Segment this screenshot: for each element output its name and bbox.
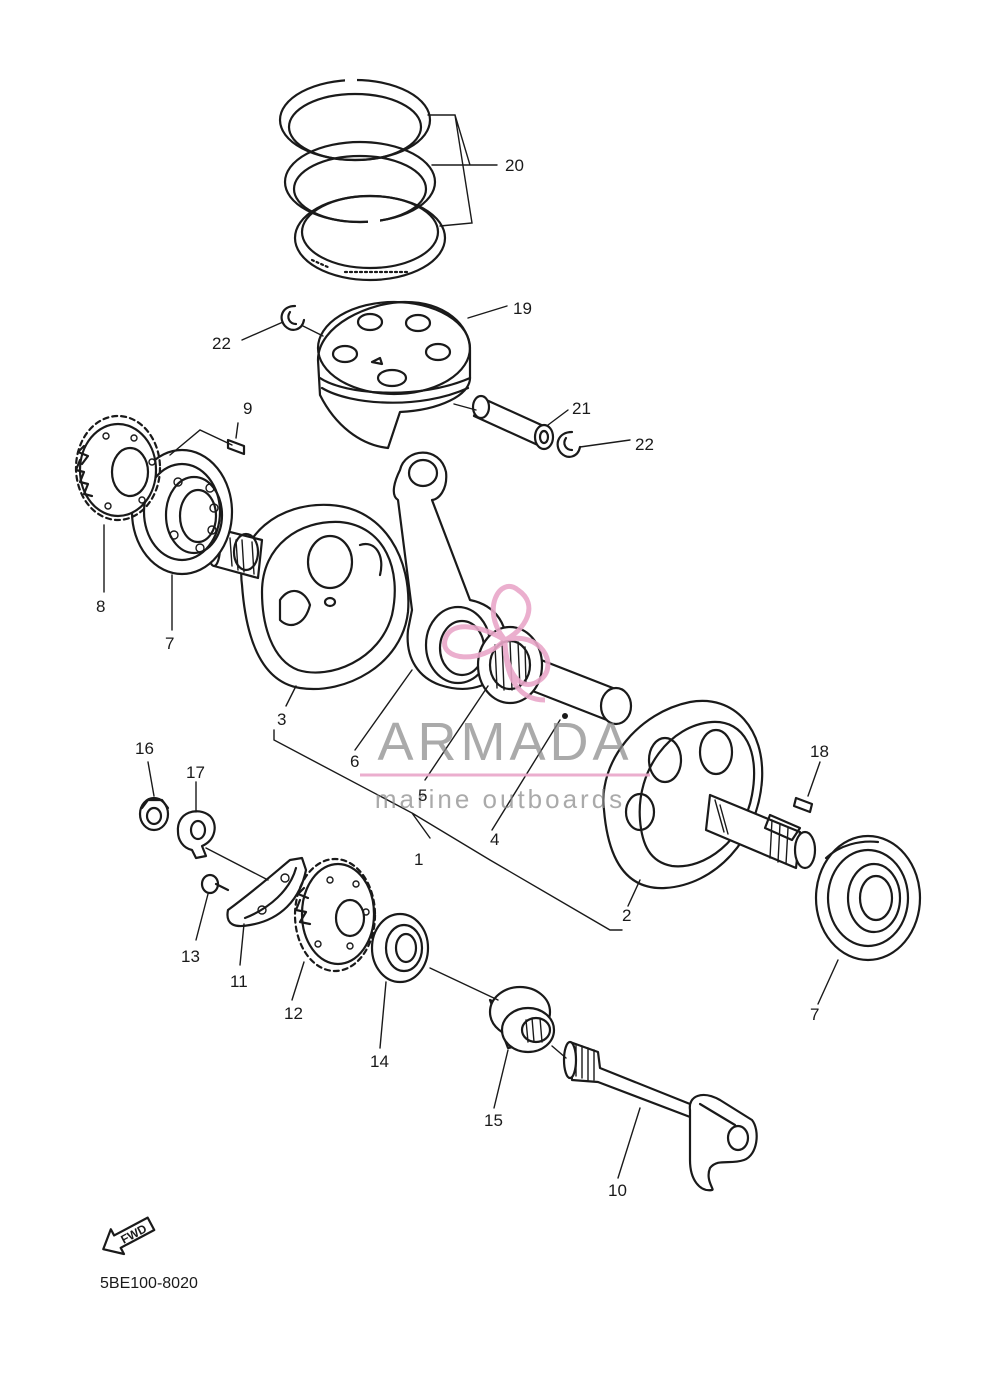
main-bearing-right	[814, 834, 922, 962]
bolt	[200, 873, 230, 895]
callout-labels: 20 19 22 21 22 9 8 7 3 6 5 4 1 2 18 7 16…	[96, 156, 829, 1200]
piston	[316, 300, 472, 450]
callout-20: 20	[505, 156, 524, 175]
callout-13: 13	[181, 947, 200, 966]
callout-9: 9	[243, 399, 252, 418]
piston-ring-set	[278, 72, 447, 282]
balancer-bearing	[370, 912, 430, 984]
callout-4: 4	[490, 830, 499, 849]
callout-2: 2	[622, 906, 631, 925]
balancer-shaft	[562, 1040, 758, 1192]
callout-7-left: 7	[165, 634, 174, 653]
crank-web-left	[240, 503, 410, 691]
woodruff-key-left	[169, 429, 246, 456]
callout-8: 8	[96, 597, 105, 616]
circlip-right	[556, 430, 582, 458]
balancer-drive-gear	[293, 857, 377, 973]
crankshaft-right-end	[704, 793, 817, 870]
callout-6: 6	[350, 752, 359, 771]
woodruff-key-right	[792, 796, 814, 814]
callout-1: 1	[414, 850, 423, 869]
callout-14: 14	[370, 1052, 389, 1071]
callout-5: 5	[418, 786, 427, 805]
leader-lines	[103, 114, 839, 1179]
diagram-code: 5BE100-8020	[100, 1275, 198, 1292]
piston-pin	[471, 394, 555, 451]
callout-11: 11	[230, 972, 248, 991]
forward-arrow: FWD	[102, 1216, 156, 1256]
callout-22-right: 22	[635, 435, 654, 454]
callout-19: 19	[513, 299, 532, 318]
watermark-brand: ARMADA	[377, 712, 632, 772]
watermark-tagline: marine outboards	[375, 784, 625, 814]
callout-21: 21	[572, 399, 591, 418]
needle-bearing	[488, 985, 556, 1054]
callout-18: 18	[810, 742, 829, 761]
circlip-left	[280, 304, 306, 331]
callout-12: 12	[284, 1004, 303, 1023]
callout-17: 17	[186, 763, 205, 782]
callout-15: 15	[484, 1111, 503, 1130]
balancer-weight-plate	[226, 856, 308, 928]
callout-3: 3	[277, 710, 286, 729]
callout-22-left: 22	[212, 334, 231, 353]
lock-washer	[176, 810, 216, 860]
callout-7-right: 7	[810, 1005, 819, 1024]
watermark-logo: ARMADA marine outboards	[360, 583, 650, 814]
callout-10: 10	[608, 1181, 627, 1200]
drive-sprocket	[74, 414, 162, 522]
callout-16: 16	[135, 739, 154, 758]
nut	[138, 796, 170, 832]
